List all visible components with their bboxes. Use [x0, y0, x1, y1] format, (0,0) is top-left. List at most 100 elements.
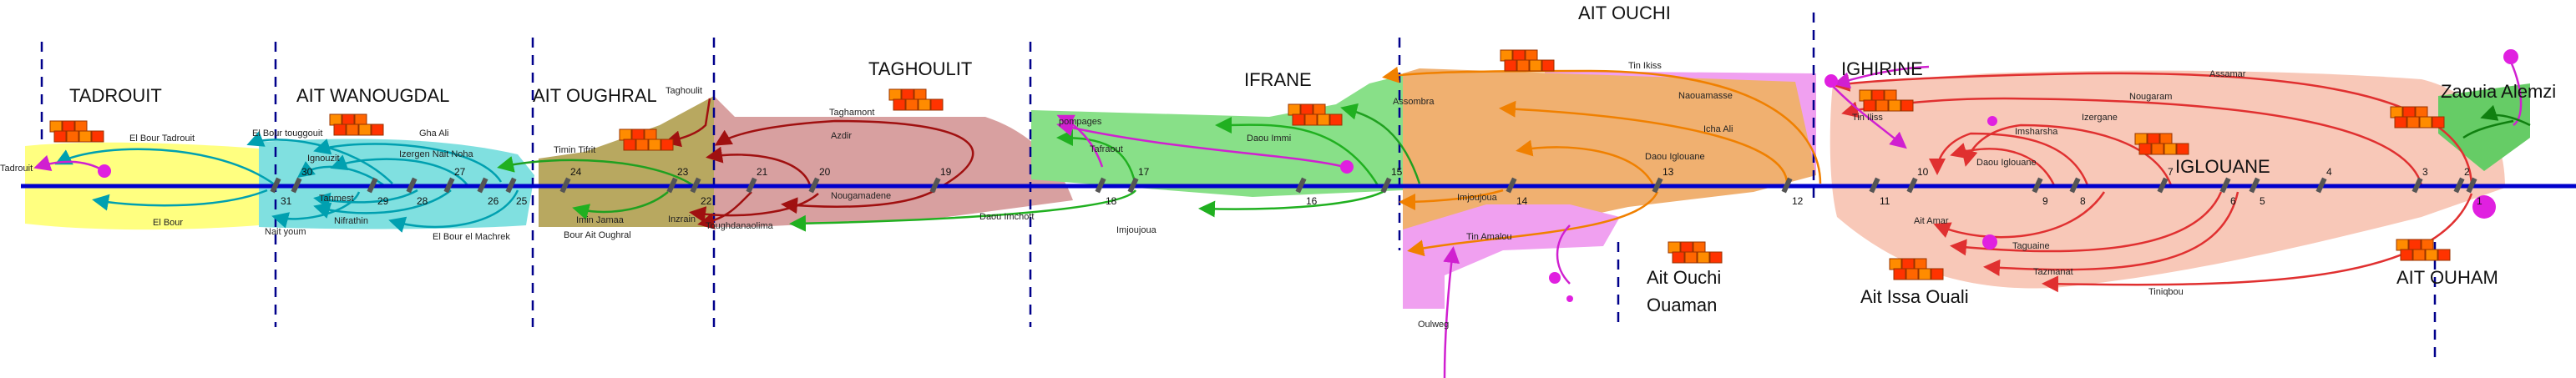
- canal-pompages: [1056, 119, 1345, 169]
- weir-marker: [808, 177, 820, 194]
- weir-number: 2: [2464, 166, 2470, 178]
- house-block: [623, 139, 636, 151]
- house-block: [930, 98, 944, 111]
- well-dot: [1824, 74, 1838, 88]
- canal-label: Naouamasse: [1678, 91, 1733, 101]
- house-block: [2432, 116, 2445, 129]
- canal-label: Inzrain: [668, 214, 696, 224]
- weir-number: 1: [2477, 195, 2482, 207]
- canal-label: Tiniqbou: [2148, 287, 2184, 297]
- weir-number: 28: [417, 195, 428, 207]
- canal-taghamont: [714, 119, 974, 187]
- house-block: [1875, 99, 1889, 112]
- canal-taguaine: [1950, 191, 2223, 256]
- weir-number: 6: [2230, 195, 2236, 207]
- weir-marker: [2466, 177, 2477, 194]
- village-icon: [2390, 106, 2445, 129]
- canal-bour-ait-oughral: [697, 191, 752, 229]
- weir-number: 23: [677, 166, 689, 178]
- weir-marker: [1781, 177, 1793, 194]
- house-block: [1512, 49, 1526, 62]
- canal-label: Imjoujoua: [1457, 193, 1498, 203]
- weir-marker: [1869, 177, 1880, 194]
- house-block: [1317, 113, 1330, 126]
- house-block: [1668, 241, 1681, 254]
- weir-number: 5: [2260, 195, 2265, 207]
- village-icon: [2396, 239, 2451, 261]
- house-block: [918, 98, 931, 111]
- house-block: [2138, 143, 2152, 155]
- canal-ait-amar: [1933, 191, 2106, 239]
- canal-label: Taghoulit: [666, 86, 702, 96]
- house-block: [2412, 249, 2426, 261]
- canal-el-bour: [92, 189, 268, 211]
- wells: [98, 49, 2518, 302]
- canal-label: El Bour: [153, 218, 183, 228]
- house-block: [1871, 89, 1885, 102]
- canal-daou-imchott: [789, 189, 1137, 232]
- zone-taghoulit: [714, 96, 1073, 227]
- village-icon: [1889, 258, 1944, 280]
- house-block: [2415, 106, 2428, 118]
- zone-ifrane: [1031, 75, 1403, 197]
- house-block: [346, 123, 359, 136]
- weir-number: 12: [1792, 195, 1804, 207]
- canal-assombra: [1340, 103, 1421, 184]
- weir-number: 14: [1516, 195, 1528, 207]
- region-title: IGLOUANE: [2175, 156, 2270, 177]
- canal-tadrouit-pipe: [33, 154, 105, 173]
- canal-label: Imin Jamaa: [576, 215, 625, 225]
- house-block: [2147, 133, 2160, 145]
- canal-label: Ignouzit: [307, 154, 340, 164]
- canal-daou-iglouane-2: [1950, 143, 2056, 186]
- weir-number: 13: [1663, 166, 1674, 178]
- canal-tin-ikiss: [1382, 66, 1822, 184]
- well-dot: [2503, 49, 2518, 64]
- canal-tafraout: [1056, 129, 1137, 186]
- house-block: [1901, 258, 1915, 270]
- weirs: 1234567891011121314151617181920212223242…: [270, 166, 2482, 207]
- house-block: [1313, 103, 1326, 116]
- canal-label: Assamar: [2209, 69, 2246, 79]
- weir-number: 29: [377, 195, 389, 207]
- canal-label: Bour Ait Oughral: [564, 230, 631, 240]
- canal-label: Tin Amalou: [1466, 232, 1512, 242]
- canal-daou-immi: [1215, 116, 1379, 186]
- canal-label: Ait Amar: [1914, 216, 1949, 226]
- well-dot: [1340, 160, 1354, 174]
- canal-imsharsha: [1929, 132, 2089, 186]
- house-block: [644, 129, 657, 141]
- weir-marker: [2249, 177, 2260, 194]
- canal-label: Tazmanat: [2033, 267, 2073, 277]
- village-icon: [329, 113, 384, 136]
- canal-tin-amalou: [1407, 191, 1659, 257]
- canal-zaouia-pipe: [2508, 58, 2523, 127]
- weir-marker: [666, 177, 678, 194]
- canal-zaouia-2: [2462, 119, 2514, 139]
- weir-number: 4: [2326, 166, 2332, 178]
- weir-number: 21: [757, 166, 768, 178]
- region-title: AIT OUHAM: [2396, 267, 2498, 288]
- canal-nait-youm: [271, 191, 361, 229]
- canal-tazmanat: [1983, 191, 2239, 276]
- canal-label: Azdir: [831, 131, 852, 141]
- region-title: AIT WANOUGDAL: [296, 85, 449, 106]
- canal-tanmest: [313, 189, 418, 209]
- canal-labels: Tadrouit El Bour Tadrouit El Bour El Bou…: [0, 61, 2246, 330]
- weir-marker: [291, 177, 302, 194]
- house-block: [66, 130, 79, 143]
- weir-number: 3: [2422, 166, 2428, 178]
- canal-daou-iglouane-1: [1516, 139, 1655, 186]
- village-icon: [888, 88, 944, 111]
- house-block: [648, 139, 661, 151]
- house-block: [1893, 268, 1906, 280]
- canal-label: Gha Ali: [419, 129, 448, 139]
- house-block: [1684, 251, 1698, 264]
- house-block: [2425, 249, 2438, 261]
- weir-marker: [2219, 177, 2231, 194]
- canal-label: Tadrouit: [0, 164, 33, 174]
- house-block: [913, 88, 927, 101]
- house-block: [2437, 249, 2451, 261]
- canal-label: Taguaine: [2012, 241, 2050, 251]
- house-block: [1529, 59, 1542, 72]
